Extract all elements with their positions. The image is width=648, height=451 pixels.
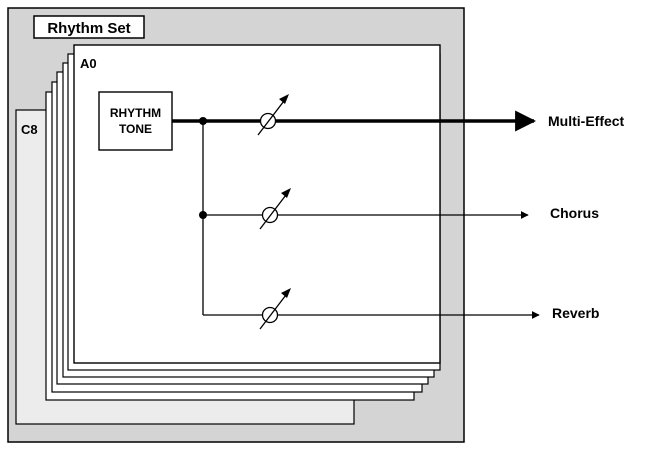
output-label-reverb: Reverb xyxy=(552,305,599,321)
junction-dot-icon xyxy=(199,211,207,219)
title-box xyxy=(33,15,145,39)
multi-effect-level-knob-icon xyxy=(257,94,289,136)
layer-label-a0: A0 xyxy=(80,56,97,71)
layer-label-c8: C8 xyxy=(21,122,38,137)
rhythm-tone-label-2: TONE xyxy=(119,122,152,136)
rhythm-tone-box xyxy=(98,91,173,151)
output-label-chorus: Chorus xyxy=(550,205,599,221)
reverb-level-knob-icon xyxy=(259,288,291,330)
output-label-multi-effect: Multi-Effect xyxy=(548,113,625,129)
chorus-level-knob-icon xyxy=(259,188,291,230)
rhythm-set-title: Rhythm Set xyxy=(47,20,130,37)
rhythm-tone-label-1: RHYTHM xyxy=(110,106,161,120)
junction-dot-icon xyxy=(199,117,207,125)
